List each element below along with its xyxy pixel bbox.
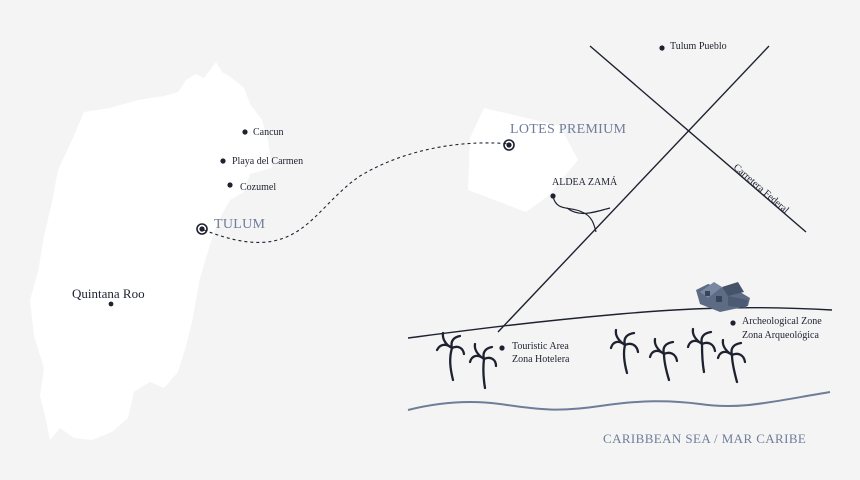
lotes-marker [503,139,515,151]
lotes-marker-core [506,142,512,148]
cancun-dot [242,129,248,135]
cozumel-dot [227,182,233,188]
palm-tree-icon [716,338,747,384]
palm-tree-icon [609,328,640,375]
palm-tree-icon [435,331,466,382]
palm-tree-icon [648,337,679,382]
archeo-label-2: Zona Arqueológica [742,330,819,341]
lotes-premium-area [468,108,578,212]
state-label: Quintana Roo [72,286,145,301]
route-connector [203,142,511,243]
touristic-dot [499,345,505,351]
tulum-pueblo-dot [659,45,665,51]
playa-dot [220,158,226,164]
tulum-marker-core [199,226,205,232]
quintana-roo-landmass [30,62,272,440]
sea-label: CARIBBEAN SEA / MAR CARIBE [603,431,806,446]
state-dot [108,301,114,307]
road-diagonal-main [497,45,770,333]
ruins-icon [696,282,750,312]
touristic-label-2: Zona Hotelera [512,354,570,365]
archeo-label-1: Archeological Zone [742,316,822,327]
tulum-label: TULUM [214,217,266,232]
cancun-label: Cancun [253,127,284,138]
palm-tree-icon [468,342,498,390]
sea-wave [407,391,831,411]
road-federal [589,45,807,233]
aldea-label: ALDEA ZAMÁ [552,176,618,188]
archeo-dot [730,320,736,326]
aldea-access-road-2 [566,207,611,215]
palm-tree-icon [686,327,717,374]
aldea-access-road [552,195,597,233]
coastal-road [407,306,833,339]
playa-label: Playa del Carmen [232,156,303,167]
touristic-label-1: Touristic Area [512,341,569,352]
road-label: Carretera Federal [731,162,791,216]
lotes-label: LOTES PREMIUM [510,122,627,137]
tulum-marker [196,223,208,235]
cozumel-label: Cozumel [240,182,276,193]
tulum-pueblo-label: Tulum Pueblo [670,41,727,52]
